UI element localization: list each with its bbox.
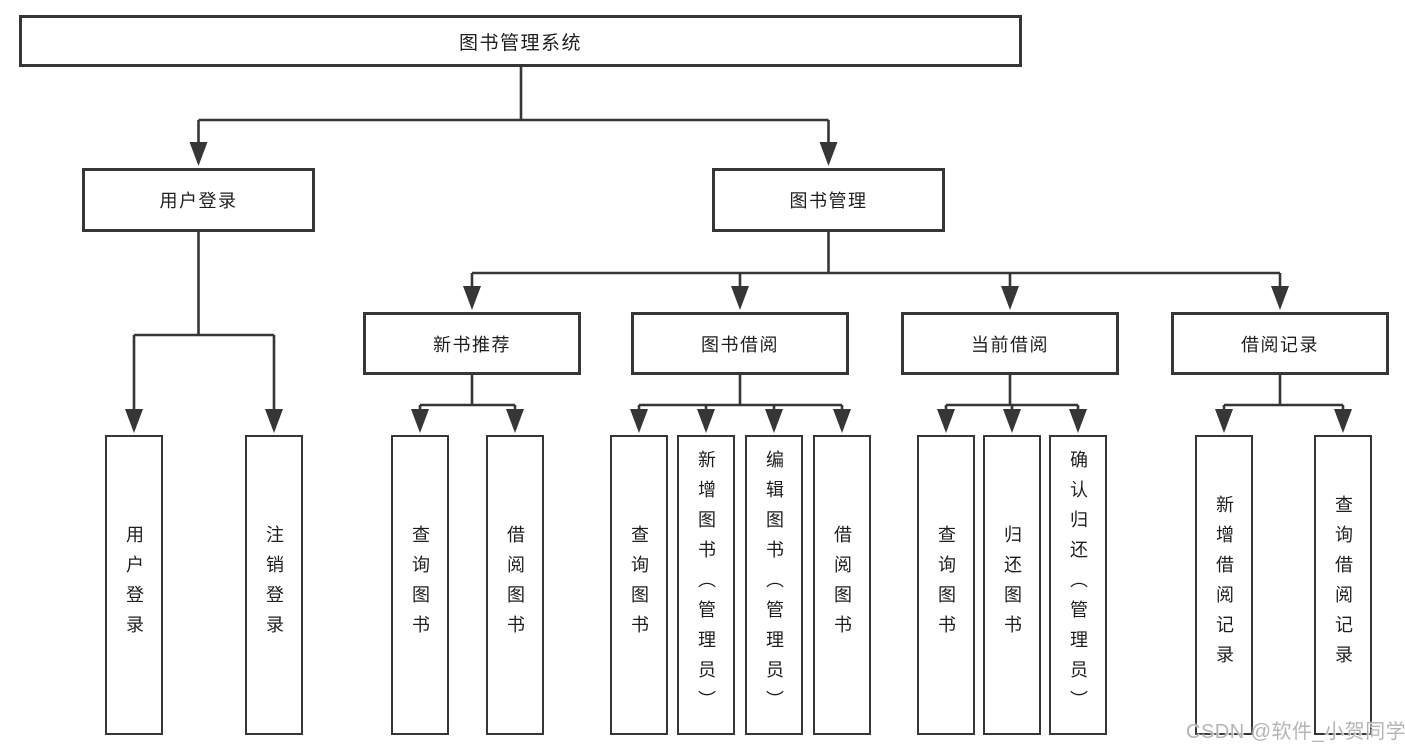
node-borrowing-records: 借阅记录 — [1171, 312, 1389, 375]
node-leaf-confirm-return-admin: 确认归还（管理员） — [1049, 435, 1107, 735]
node-label: 确认归还（管理员） — [1068, 450, 1088, 720]
node-label: 注销登录 — [264, 525, 284, 645]
node-leaf-edit-books-admin: 编辑图书（管理员） — [745, 435, 803, 735]
node-label: 借阅图书 — [832, 525, 852, 645]
node-leaf-query-books-recommend: 查询图书 — [391, 435, 449, 735]
watermark: CSDN @软件_小贺同学 — [1186, 721, 1405, 743]
node-leaf-query-borrow-record: 查询借阅记录 — [1314, 435, 1372, 735]
node-library-management-system: 图书管理系统 — [19, 15, 1022, 67]
node-current-borrowing: 当前借阅 — [901, 312, 1119, 375]
node-label: 图书管理系统 — [458, 32, 582, 54]
node-label: 查询图书 — [410, 525, 430, 645]
node-user-login: 用户登录 — [82, 168, 315, 232]
node-label: 查询图书 — [936, 525, 956, 645]
node-label: 借阅记录 — [1241, 334, 1319, 355]
node-leaf-query-books-current: 查询图书 — [917, 435, 975, 735]
node-label: 新增图书（管理员） — [696, 450, 716, 720]
node-label: 查询图书 — [629, 525, 649, 645]
node-label: 归还图书 — [1002, 525, 1022, 645]
node-label: 用户登录 — [159, 191, 238, 211]
node-label: 新书推荐 — [433, 334, 511, 355]
node-label: 新增借阅记录 — [1214, 495, 1234, 675]
node-label: 查询借阅记录 — [1333, 495, 1353, 675]
node-book-borrowing: 图书借阅 — [631, 312, 849, 375]
node-label: 图书借阅 — [701, 334, 779, 355]
node-leaf-logout: 注销登录 — [245, 435, 303, 735]
node-label: 编辑图书（管理员） — [764, 450, 784, 720]
node-label: 借阅图书 — [505, 525, 525, 645]
node-leaf-add-books-admin: 新增图书（管理员） — [677, 435, 735, 735]
node-leaf-add-borrow-record: 新增借阅记录 — [1195, 435, 1253, 735]
node-leaf-return-books: 归还图书 — [983, 435, 1041, 735]
node-leaf-user-login: 用户登录 — [105, 435, 163, 735]
node-leaf-borrow-books-recommend: 借阅图书 — [486, 435, 544, 735]
node-new-book-recommendation: 新书推荐 — [363, 312, 581, 375]
node-leaf-borrow-books-borrowing: 借阅图书 — [813, 435, 871, 735]
node-label: 图书管理 — [789, 191, 868, 211]
node-label: 当前借阅 — [971, 334, 1049, 355]
node-label: 用户登录 — [124, 525, 144, 645]
node-book-management: 图书管理 — [712, 168, 945, 232]
node-leaf-query-books-borrowing: 查询图书 — [610, 435, 668, 735]
